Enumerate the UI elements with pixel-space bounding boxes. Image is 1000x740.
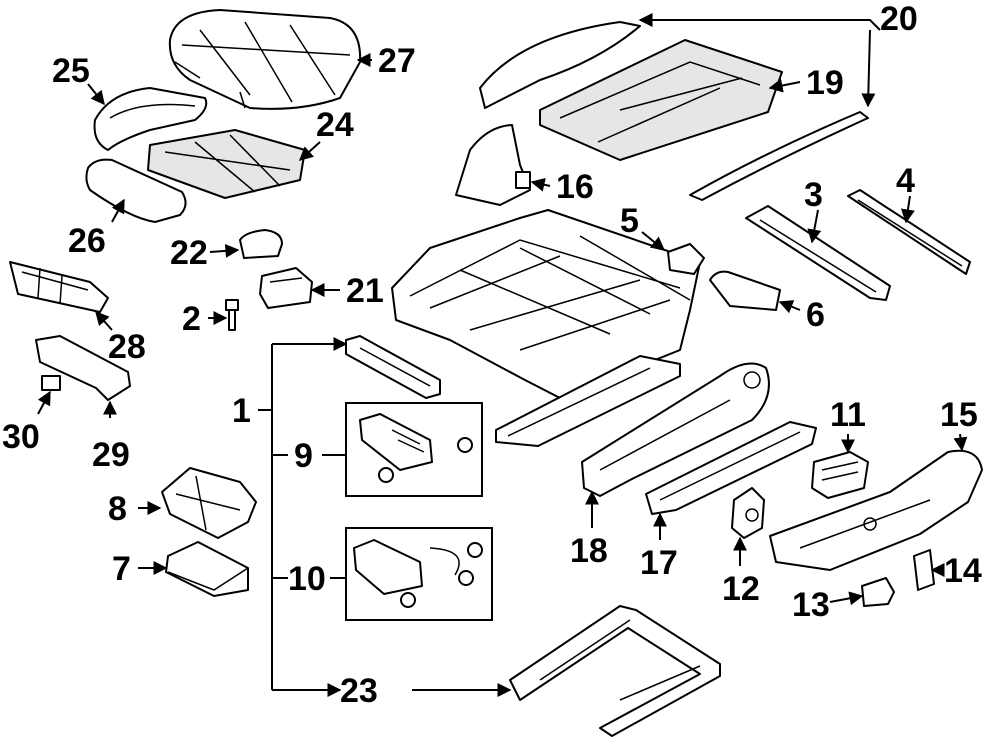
- callout-27: 27: [378, 42, 416, 80]
- part-15-side-shield[interactable]: [769, 449, 983, 571]
- part-7-module[interactable]: [165, 541, 249, 597]
- callout-6: 6: [806, 296, 825, 334]
- callout-9: 9: [294, 437, 313, 475]
- callout-15: 15: [940, 396, 978, 434]
- callout-26: 26: [68, 222, 106, 260]
- callout-8: 8: [108, 490, 127, 528]
- callout-10: 10: [288, 560, 326, 598]
- callout-17: 17: [640, 544, 678, 582]
- part-29-trim-panel[interactable]: [35, 335, 131, 401]
- part-30-clip[interactable]: [41, 375, 61, 391]
- callout-16: 16: [556, 168, 594, 206]
- callout-23: 23: [340, 672, 378, 710]
- part-2-bolt[interactable]: [225, 299, 239, 331]
- callout-12: 12: [722, 570, 760, 608]
- callout-28: 28: [108, 328, 146, 366]
- callout-1: 1: [232, 392, 251, 430]
- callout-4: 4: [896, 162, 915, 200]
- part-22-clip[interactable]: [239, 229, 283, 259]
- part-19-back-pad[interactable]: [539, 39, 783, 161]
- callout-25: 25: [52, 52, 90, 90]
- part-13-knob[interactable]: [861, 577, 895, 607]
- callout-14: 14: [944, 552, 982, 590]
- callout-19: 19: [806, 64, 844, 102]
- part-18-side-frame[interactable]: [581, 362, 770, 497]
- callout-13: 13: [792, 586, 830, 624]
- part-25-cushion-trim[interactable]: [93, 87, 208, 151]
- callout-29: 29: [92, 436, 130, 474]
- callout-7: 7: [112, 550, 131, 588]
- part-12-switch[interactable]: [731, 487, 765, 539]
- callout-3: 3: [804, 176, 823, 214]
- part-3-rail[interactable]: [745, 205, 891, 301]
- part-6-bracket[interactable]: [709, 270, 781, 311]
- part-5-connector[interactable]: [667, 243, 705, 275]
- leader-lines: [37, 13, 968, 697]
- callout-11: 11: [830, 396, 866, 434]
- callout-22: 22: [170, 234, 208, 272]
- part-9-motor-kit[interactable]: [345, 402, 483, 497]
- part-14-knob[interactable]: [913, 549, 935, 591]
- part-8-bracket[interactable]: [161, 467, 257, 539]
- part-10-motor-kit[interactable]: [345, 527, 493, 621]
- part-24-cushion-pad[interactable]: [147, 129, 306, 199]
- callout-30: 30: [2, 418, 40, 456]
- callout-24: 24: [316, 106, 354, 144]
- callout-2: 2: [182, 300, 201, 338]
- part-28-module[interactable]: [9, 261, 109, 313]
- part-11-switch[interactable]: [811, 451, 869, 499]
- part-27-cushion-cover[interactable]: [168, 9, 362, 110]
- part-21-bracket[interactable]: [259, 267, 313, 309]
- seat-frame-assembly[interactable]: [345, 209, 701, 447]
- callout-20: 20: [880, 0, 918, 38]
- callout-labels: 27 25 24 26 22 21 2 28 29 30 20 19 16 5 …: [2, 0, 982, 710]
- part-17-trim[interactable]: [645, 421, 817, 515]
- part-23-seat-track[interactable]: [509, 605, 721, 737]
- part-16-side-shield[interactable]: [455, 124, 531, 206]
- callout-5: 5: [620, 202, 639, 240]
- part-26-seat-pad[interactable]: [85, 158, 187, 223]
- part-4-rail[interactable]: [847, 189, 971, 275]
- part-20-back-cover[interactable]: [479, 21, 869, 201]
- callout-18: 18: [570, 532, 608, 570]
- callout-21: 21: [346, 272, 384, 310]
